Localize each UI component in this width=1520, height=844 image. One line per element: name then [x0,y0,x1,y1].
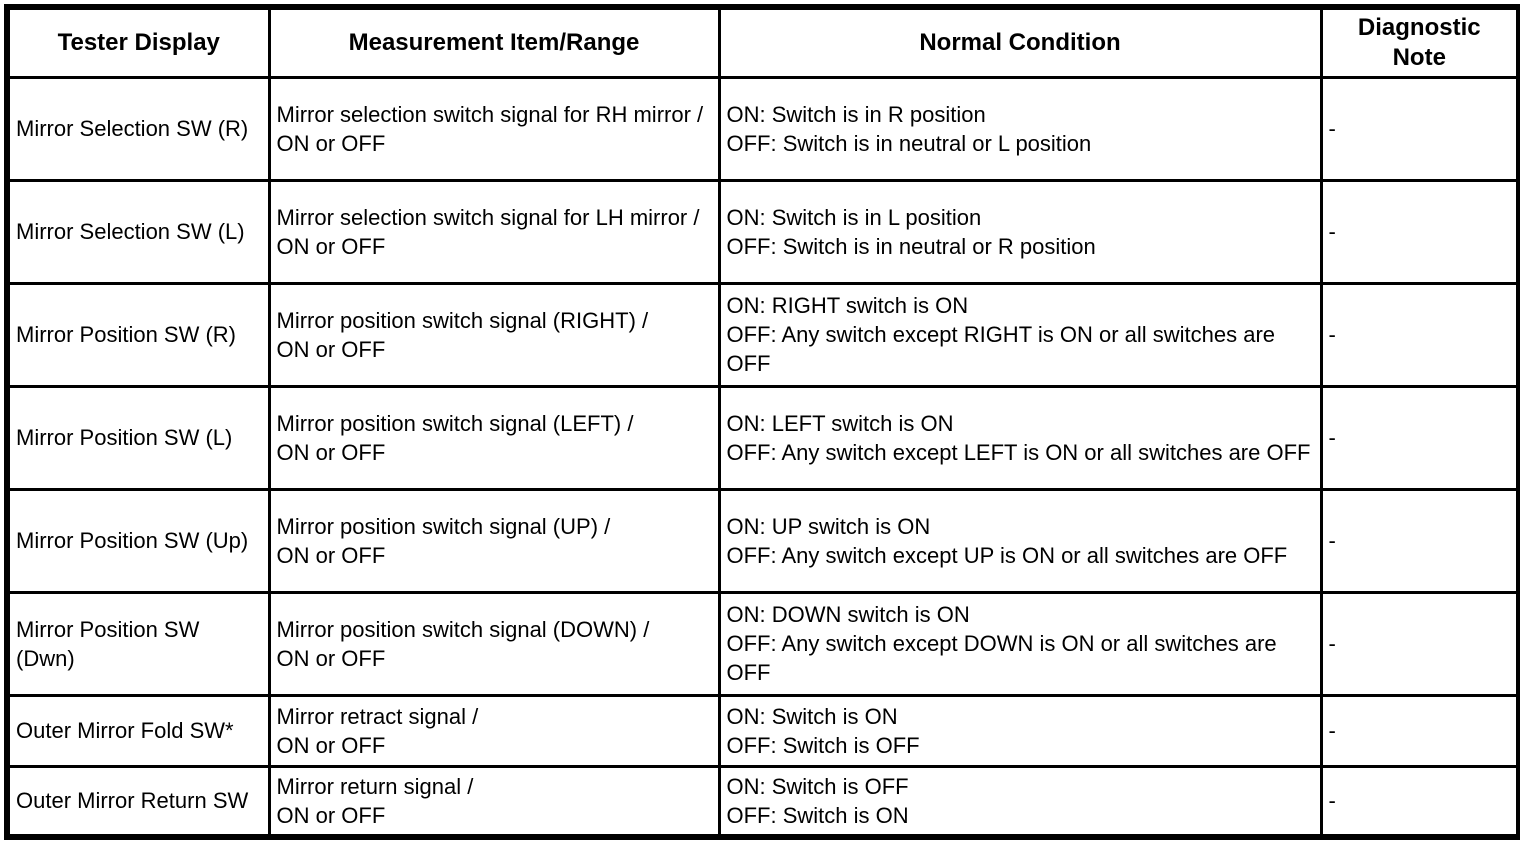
measurement-item-range-cell: Mirror selection switch signal for LH mi… [267,178,721,285]
measurement-item-range-cell: Mirror position switch signal (UP) / ON … [267,487,721,594]
tester-display-cell: Mirror Position SW (L) [5,384,271,491]
column-header-diagnostic-note: Diagnostic Note [1319,5,1520,79]
table-row: Mirror Position SW (L) Mirror position s… [5,384,1520,491]
diagnostic-note-cell: - [1319,693,1520,768]
diagnostic-note-cell: - [1319,590,1520,697]
diagnostic-note-cell: - [1319,487,1520,594]
tester-display-cell: Mirror Position SW (R) [5,281,271,388]
diagnostic-note-cell: - [1319,178,1520,285]
table-row: Mirror Position SW (Up) Mirror position … [5,487,1520,594]
normal-condition-cell: ON: DOWN switch is ON OFF: Any switch ex… [717,590,1323,697]
mirror-switch-data-list-table: Tester Display Measurement Item/Range No… [4,4,1520,840]
diagnostic-note-cell: - [1319,384,1520,491]
measurement-item-range-cell: Mirror position switch signal (RIGHT) / … [267,281,721,388]
column-header-normal-condition: Normal Condition [717,5,1323,79]
table-row: Mirror Position SW (Dwn) Mirror position… [5,590,1520,697]
tester-display-cell: Mirror Selection SW (L) [5,178,271,285]
table-row: Outer Mirror Fold SW* Mirror retract sig… [5,693,1520,768]
tester-display-cell: Outer Mirror Return SW [5,764,271,839]
tester-display-cell: Mirror Selection SW (R) [5,75,271,182]
tester-display-cell: Mirror Position SW (Up) [5,487,271,594]
measurement-item-range-cell: Mirror selection switch signal for RH mi… [267,75,721,182]
diagnostic-note-cell: - [1319,764,1520,839]
header-row: Tester Display Measurement Item/Range No… [5,5,1520,79]
diagnostic-note-cell: - [1319,281,1520,388]
normal-condition-cell: ON: LEFT switch is ON OFF: Any switch ex… [717,384,1323,491]
table-body: Mirror Selection SW (R) Mirror selection… [5,75,1520,839]
diagnostic-note-cell: - [1319,75,1520,182]
column-header-measurement-item-range: Measurement Item/Range [267,5,721,79]
table-row: Outer Mirror Return SW Mirror return sig… [5,764,1520,839]
normal-condition-cell: ON: RIGHT switch is ON OFF: Any switch e… [717,281,1323,388]
column-header-tester-display: Tester Display [5,5,271,79]
table-row: Mirror Selection SW (L) Mirror selection… [5,178,1520,285]
measurement-item-range-cell: Mirror retract signal / ON or OFF [267,693,721,768]
measurement-item-range-cell: Mirror position switch signal (DOWN) / O… [267,590,721,697]
normal-condition-cell: ON: Switch is in L position OFF: Switch … [717,178,1323,285]
measurement-item-range-cell: Mirror return signal / ON or OFF [267,764,721,839]
normal-condition-cell: ON: Switch is OFF OFF: Switch is ON [717,764,1323,839]
normal-condition-cell: ON: Switch is ON OFF: Switch is OFF [717,693,1323,768]
measurement-item-range-cell: Mirror position switch signal (LEFT) / O… [267,384,721,491]
table-row: Mirror Selection SW (R) Mirror selection… [5,75,1520,182]
tester-display-cell: Outer Mirror Fold SW* [5,693,271,768]
tester-display-cell: Mirror Position SW (Dwn) [5,590,271,697]
normal-condition-cell: ON: UP switch is ON OFF: Any switch exce… [717,487,1323,594]
table-row: Mirror Position SW (R) Mirror position s… [5,281,1520,388]
normal-condition-cell: ON: Switch is in R position OFF: Switch … [717,75,1323,182]
